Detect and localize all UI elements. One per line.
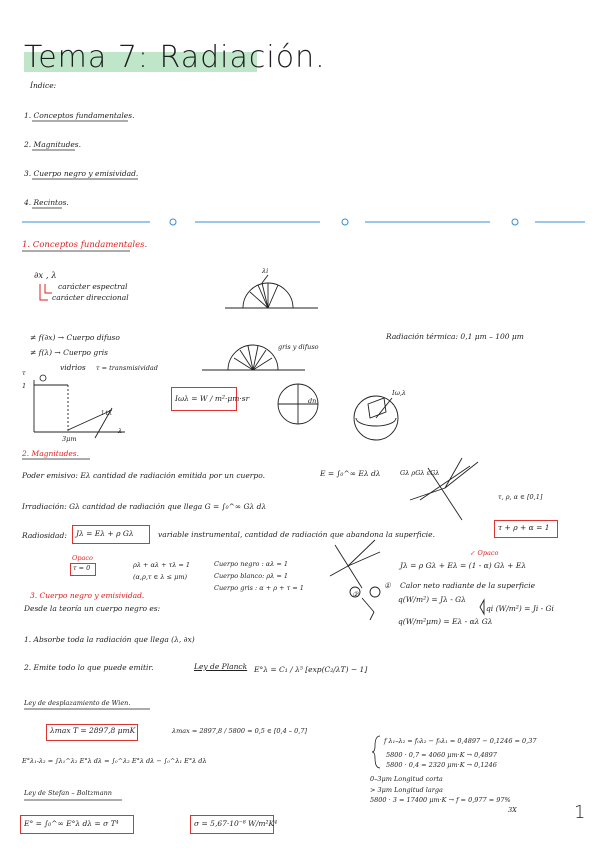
circle-one: ① — [384, 581, 391, 590]
tau-zero-box — [70, 563, 96, 576]
s3-item-1: 1. Absorbe toda la radiación que llega (… — [24, 635, 195, 644]
planck-label: Ley de Planck — [194, 662, 248, 671]
sum-box — [494, 520, 558, 538]
sigma-formula: σ = 5,67·10⁻⁸ W/m²K⁴ — [194, 819, 278, 828]
wien-box — [46, 724, 138, 741]
spectral-label: carácter espectral — [58, 282, 128, 291]
J-equation: Jλ = ρ Gλ + Eλ = (1 - α) Gλ + Eλ — [400, 561, 527, 570]
planck-formula: E°λ = C₁ / λ⁵ [exp(C₂/λT) − 1] — [254, 665, 368, 674]
tau-one: 1 — [22, 382, 27, 390]
s1-heading: 1. Conceptos fundamentales. — [22, 240, 148, 250]
ray-diagram — [409, 457, 479, 521]
divider — [22, 218, 585, 226]
lambda-axis: λ — [118, 427, 123, 435]
long-wave: > 3μm Longitud larga — [370, 786, 443, 794]
circle-two: ② — [352, 590, 359, 599]
calc-3: 5800 · 3 = 17400 μm·K → f = 0,977 = 97% — [370, 796, 511, 804]
gray-body: ≠ f(λ) → Cuerpo gris — [30, 348, 109, 357]
s3-intro: Desde la teoría un cuerpo negro es: — [24, 604, 161, 613]
opaque-small: ↙ Opaco — [470, 549, 499, 557]
s2-heading: 2. Magnitudes. — [22, 449, 80, 458]
E-formula: E = ∫₀^∞ Eλ dλ — [320, 469, 381, 478]
q2: q(W/m²μm) = Eλ - αλ Gλ — [398, 617, 493, 626]
tau-axis: τ — [22, 369, 26, 377]
index-heading: Índice: — [30, 81, 57, 90]
diffuse-body: ≠ f(∂x) → Cuerpo difuso — [30, 333, 120, 342]
title-highlight — [24, 52, 257, 72]
sigma-box — [190, 815, 274, 834]
transmissivity-label: τ = transmisividad — [96, 364, 158, 372]
radiosity-text: variable instrumental, cantidad de radia… — [158, 530, 435, 539]
i-omega-label: Iω,λ — [392, 389, 407, 397]
ray-labels: Gλ ρGλ εGλ — [400, 469, 440, 477]
stefan-formula: E° = ∫₀^∞ E°λ dλ = σ T⁴ — [24, 819, 119, 828]
q1: q(W/m²) = Jλ - Gλ — [398, 595, 466, 604]
short-3x: 3X — [508, 806, 517, 814]
hemisphere-sketch — [225, 274, 318, 309]
glass-label: vidrios — [60, 363, 86, 372]
relations-2: (α,ρ,τ ∈ λ ≤ μm) — [133, 573, 188, 581]
index-item-3: 3. Cuerpo negro y emisividad. — [24, 169, 139, 178]
net-heat: Calor neto radiante de la superficie — [400, 581, 536, 590]
tau-zero: τ = 0 — [73, 564, 91, 572]
sum-box-text: τ + ρ + α = 1 — [498, 523, 550, 532]
solid-angle-sphere — [277, 383, 399, 441]
gray-diffuse-label: gris y difuso — [278, 343, 319, 351]
wien-label: Ley de desplazamiento de Wien. — [24, 699, 131, 707]
intensity-box — [171, 387, 237, 411]
s3-item-2: 2. Emite todo lo que puede emitir. — [24, 663, 154, 672]
thermal-radiation: Radiación térmica: 0,1 μm – 100 μm — [386, 332, 524, 341]
lambda-max: λmax = 2897,8 / 5800 ≈ 0,5 ∈ [0,4 – 0,7] — [172, 727, 307, 735]
hot-label: ↑tλ — [100, 409, 113, 417]
radiosity-label: Radiosidad: — [22, 531, 67, 540]
black-body: Cuerpo negro : αλ = 1 — [214, 560, 289, 568]
surface-diagram — [329, 539, 381, 589]
gray-body-2: Cuerpo gris : α + ρ + τ = 1 — [214, 584, 304, 592]
index-item-2: 2. Magnitudes. — [24, 140, 82, 149]
irradiation: Irradiación: Gλ cantidad de radiación qu… — [22, 502, 267, 511]
relations: ρλ + αλ + τλ = 1 — [133, 561, 191, 569]
three-um: 3μm — [62, 435, 77, 443]
tau-range: τ, ρ, α ∈ [0,1] — [498, 493, 543, 501]
page-title: Tema 7: Radiación. — [24, 40, 326, 75]
lambda-label: ∂x , λ — [34, 271, 57, 281]
stefan-box — [20, 815, 134, 834]
dn-label: dn — [308, 397, 317, 405]
short-wave: 0–3μm Longitud corta — [370, 775, 443, 783]
calc-2: 5800 · 0,4 = 2320 μm·K → 0,1246 — [386, 761, 497, 769]
emissive-power: Poder emisivo: Eλ cantidad de radiación … — [22, 471, 265, 480]
tau-graph — [33, 380, 125, 439]
index-item-1: 1. Conceptos fundamentales. — [24, 111, 135, 120]
s3-heading: 3. Cuerpo negro y emisividad. — [30, 591, 145, 600]
page-number: 1 — [574, 802, 586, 823]
directional-label: carácter direccional — [52, 293, 129, 302]
f-fraction: f λ₁–λ₂ = f₀λ₂ − f₀λ₁ = 0,4897 − 0,1246 … — [384, 737, 537, 745]
opaque-label: Opaco — [72, 554, 93, 562]
index-item-4: 4. Recintos. — [24, 198, 69, 207]
radiosity-formula: Jλ = Eλ + ρ Gλ — [76, 529, 134, 538]
wien-formula: λmax T = 2897,8 μmK — [50, 726, 136, 735]
intensity-formula: Iωλ = W / m²·μm·sr — [175, 394, 250, 403]
qi: qi (W/m²) = Ji - Gi — [486, 604, 554, 613]
diffuse-hemisphere — [202, 344, 305, 371]
radiosity-box — [72, 525, 150, 544]
white-body: Cuerpo blanco: ρλ = 1 — [214, 572, 289, 580]
stefan-label: Ley de Stefan – Boltzmann — [24, 789, 112, 797]
lambda-i-label: λi — [262, 267, 269, 275]
calc-1: 5800 · 0,7 = 4060 μm·K → 0,4897 — [386, 751, 497, 759]
integral: E°λ₁-λ₂ = ∫λ₁^λ₂ E°λ dλ = ∫₀^λ₂ E°λ dλ −… — [22, 757, 207, 765]
